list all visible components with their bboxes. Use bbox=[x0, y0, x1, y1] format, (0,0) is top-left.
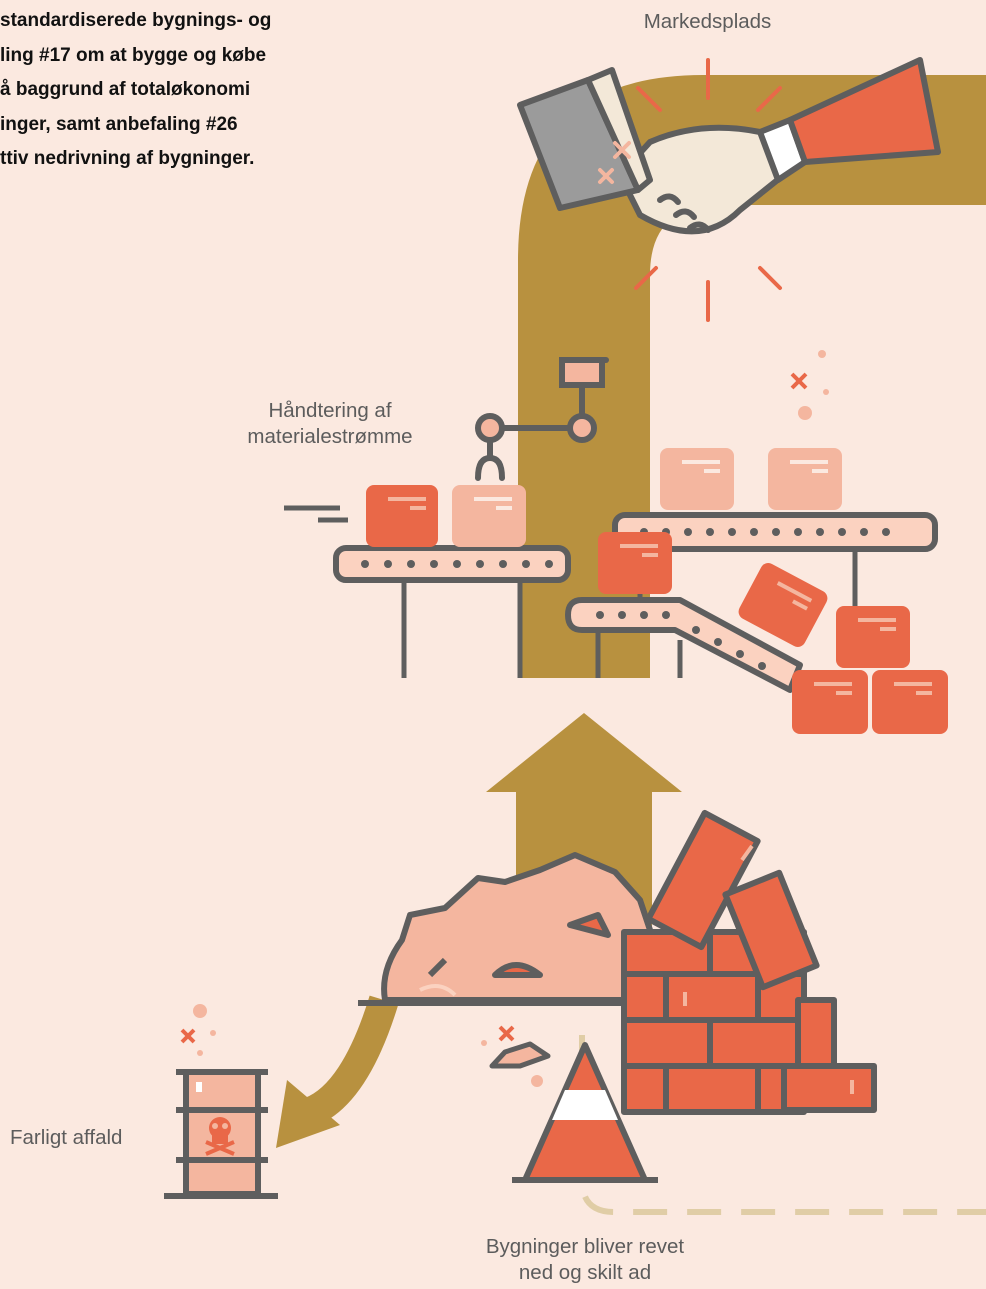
demolition-line: ned og skilt ad bbox=[518, 1261, 652, 1284]
material-handling-line: materialestrømme bbox=[247, 425, 413, 448]
intro-line: å baggrund af totaløkonomi bbox=[0, 79, 251, 100]
intro-line: inger, samt anbefaling #26 bbox=[0, 113, 238, 135]
skull-icon bbox=[205, 1117, 235, 1156]
box-group bbox=[366, 448, 948, 734]
intro-text: standardiserede bygnings- og ling #17 om… bbox=[0, 4, 400, 177]
box-icon bbox=[366, 485, 438, 547]
handshake-icon bbox=[517, 57, 941, 322]
sparkle-decor bbox=[790, 350, 829, 420]
conveyor-belt-icon bbox=[333, 545, 571, 678]
box-icon bbox=[836, 606, 910, 668]
traffic-cone-icon bbox=[512, 1042, 658, 1183]
speed-lines bbox=[284, 505, 348, 523]
robot-arm-icon bbox=[475, 357, 609, 481]
box-icon bbox=[598, 532, 672, 594]
intro-line: standardiserede bygnings- og bbox=[0, 10, 272, 31]
intro-line: ttiv nedrivning af bygninger. bbox=[0, 148, 255, 169]
material-handling-line: Håndtering af bbox=[268, 399, 392, 422]
box-icon bbox=[452, 485, 526, 547]
box-icon bbox=[792, 670, 868, 734]
debris-decor bbox=[481, 1025, 551, 1087]
intro-line: ling #17 om at bygge og købe bbox=[0, 44, 267, 66]
hazardous-waste-label: Farligt affald bbox=[10, 1126, 123, 1149]
box-icon bbox=[872, 670, 948, 734]
dashed-path bbox=[579, 1035, 986, 1215]
box-icon bbox=[738, 563, 828, 647]
brick-wall-icon bbox=[621, 809, 877, 1115]
demolition-label: Bygninger bliver revet ned og skilt ad bbox=[430, 1234, 740, 1286]
demolition-line: Bygninger bliver revet bbox=[485, 1235, 685, 1258]
arrow-curved-icon bbox=[276, 995, 399, 1148]
material-handling-label: Håndtering af materialestrømme bbox=[200, 398, 460, 450]
conveyor-belt-icon bbox=[565, 597, 803, 693]
box-icon bbox=[768, 448, 842, 510]
box-icon bbox=[660, 448, 734, 510]
hazard-barrel-icon bbox=[164, 1004, 278, 1199]
marketplace-label: Markedsplads bbox=[643, 10, 772, 33]
